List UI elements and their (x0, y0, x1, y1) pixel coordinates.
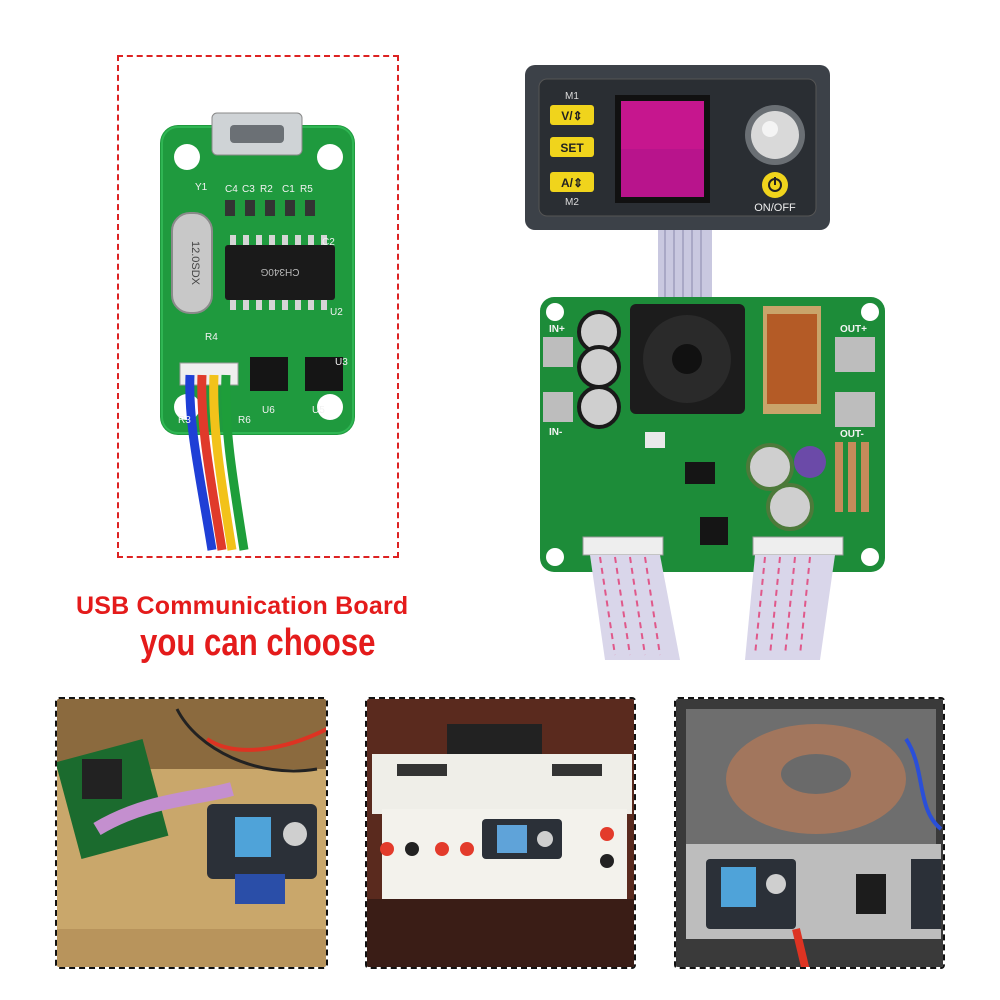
label-c4: C4 (225, 184, 238, 195)
label-u5: U5 (312, 405, 325, 416)
converter-board: IN+ IN- OUT+ OUT- (540, 297, 885, 572)
label-u2: U2 (330, 307, 343, 318)
controller-ribbon-cable (658, 230, 712, 305)
usb-communication-board: 12.0SDX CH340G Y1 C4 C3 R2 C1 R5 C2 U2 R… (160, 112, 355, 551)
a-button[interactable] (550, 172, 594, 192)
photo-bench-setup (55, 697, 328, 969)
label-r2: R2 (260, 184, 273, 195)
usb-board-frame (117, 55, 399, 558)
caption-usb-board: USB Communication Board (76, 592, 409, 620)
m2-label: M2 (565, 197, 579, 208)
power-label: ON/OFF (754, 202, 796, 214)
controller-buttons: V/⇕ SET A/⇕ (550, 105, 594, 192)
set-button[interactable] (550, 137, 594, 157)
out-minus-label: OUT- (840, 429, 864, 440)
v-button-label: V/⇕ (561, 109, 582, 123)
label-c1: C1 (282, 184, 295, 195)
label-r3: R3 (178, 415, 191, 426)
m1-label: M1 (565, 91, 579, 102)
in-plus-label: IN+ (549, 324, 565, 335)
controller-display-module: V/⇕ SET A/⇕ M1 M2 ON/OFF (525, 65, 830, 230)
chip-text: CH340G (260, 266, 299, 277)
photo-transformer-build (674, 697, 945, 969)
in-minus-label: IN- (549, 427, 562, 438)
label-u3: U3 (335, 357, 348, 368)
a-button-label: A/⇕ (561, 176, 583, 190)
label-u6: U6 (262, 405, 275, 416)
crystal-text: 12.0SDX (189, 241, 201, 286)
label-r5: R5 (300, 184, 313, 195)
label-c3: C3 (242, 184, 255, 195)
label-r6: R6 (238, 415, 251, 426)
label-y1: Y1 (195, 182, 208, 193)
set-button-label: SET (560, 141, 584, 155)
v-button[interactable] (550, 105, 594, 125)
label-c2: C2 (322, 237, 335, 248)
out-plus-label: OUT+ (840, 324, 867, 335)
caption-you-can-choose: you can choose (140, 622, 376, 664)
label-r4: R4 (205, 332, 218, 343)
photo-power-supply-box (365, 697, 636, 969)
converter-ribbon-cables (590, 555, 835, 660)
